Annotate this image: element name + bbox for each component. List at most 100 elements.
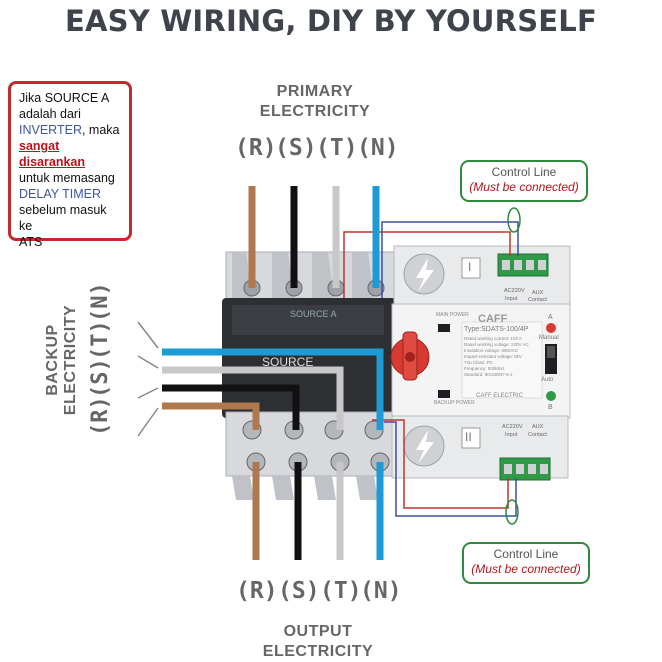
spec-plate	[461, 321, 543, 399]
page-title: EASY WIRING, DIY BY YOURSELF	[65, 4, 597, 38]
spec-line: Impact-resistant voltage: 8kV	[464, 354, 523, 359]
terminal-fin	[272, 476, 294, 500]
aux-label-bottom: AUX	[532, 424, 544, 430]
backup-electricity-label: BACKUP ELECTRICITY	[44, 270, 80, 450]
note-inverter-text: INVERTER	[19, 123, 82, 137]
backup-wire-t	[162, 366, 344, 430]
backup-wire-n	[162, 348, 384, 430]
led-a-label: A	[548, 314, 553, 321]
manual-auto-switch-knob[interactable]	[547, 346, 555, 358]
terminal-slot	[526, 260, 534, 270]
leader-line	[137, 321, 159, 349]
source-b-led	[546, 391, 556, 401]
input-label-top: Input	[505, 296, 518, 302]
module-one-label: I	[468, 260, 472, 274]
backup-wire-r	[162, 402, 260, 430]
primary-phase-r: (R)	[235, 135, 277, 161]
backup-electricity-group: BACKUP ELECTRICITY (R)(S)(T)(N)	[44, 270, 164, 450]
control-wire-bottom-red	[372, 419, 509, 509]
spec-line: Frequency: 50/60Hz	[464, 366, 505, 371]
control-terminal-bottom	[499, 457, 551, 481]
note-recommended-text: sangat disarankan	[19, 139, 86, 169]
control-line-must-connect: (Must be connected)	[469, 180, 579, 194]
terminal-slot	[540, 464, 548, 474]
backup-phase-s: (S)	[88, 358, 113, 398]
brand-label: CAFF	[478, 313, 508, 325]
control-line-marker-bottom	[505, 499, 519, 525]
primary-label-line2: ELECTRICITY	[259, 103, 371, 120]
control-wire-top-red	[343, 231, 511, 298]
aux-label-top: AUX	[532, 290, 544, 296]
control-terminal-top	[497, 253, 549, 277]
primary-phase-n: (N)	[357, 135, 399, 161]
backup-power-indicator	[438, 390, 450, 398]
control-wire-top-blue	[381, 221, 519, 298]
ats-device	[222, 251, 397, 500]
note-line: INVERTER, maka	[19, 122, 123, 138]
ac220v-label-top: AC220V	[504, 288, 525, 294]
contact-label-top: Contact	[528, 297, 547, 303]
control-line-callout-bottom: Control Line (Must be connected)	[462, 542, 590, 584]
output-label-line2: ELECTRICITY	[262, 643, 374, 660]
leader-line	[137, 355, 159, 369]
note-line: Jika SOURCE A	[19, 91, 110, 105]
primary-phase-s: (S)	[275, 135, 317, 161]
backup-wires	[162, 348, 384, 430]
backup-power-label: BACKUP POWER	[434, 400, 475, 406]
control-line-callout-top: Control Line (Must be connected)	[460, 160, 588, 202]
primary-wires	[248, 186, 380, 288]
leader-line	[137, 407, 159, 437]
backup-wire-s	[162, 384, 300, 430]
main-power-indicator	[438, 324, 450, 332]
output-phase-n: (N)	[360, 578, 402, 604]
breaker-top-face	[232, 305, 384, 335]
lightning-bolt-icon	[416, 258, 434, 292]
source-a-label: SOURCE A	[290, 309, 337, 319]
note-line: untuk memasang	[19, 171, 115, 185]
manual-label: Manual	[539, 335, 559, 341]
terminal-slot	[514, 260, 522, 270]
main-power-label: MAIN POWER	[436, 312, 469, 318]
spec-line: Insulation voltage: 690VAC	[464, 348, 518, 353]
output-phase-s: (S)	[278, 578, 320, 604]
output-electricity-label: OUTPUT ELECTRICITY	[248, 622, 388, 662]
module-tab	[461, 257, 481, 279]
ac220v-label-bottom: AC220V	[502, 424, 523, 430]
control-line-title: Control Line	[493, 547, 559, 561]
output-wires	[252, 462, 384, 560]
note-line-suffix: , maka	[81, 123, 120, 137]
contact-label-bottom: Contact	[528, 432, 547, 438]
spec-line: Rated working current: 100 A	[464, 336, 523, 341]
input-label-bottom: Input	[505, 432, 518, 438]
note-line: sebelum masuk ke	[19, 203, 107, 233]
control-wires-bottom	[372, 419, 519, 525]
terminal-slot	[504, 464, 512, 474]
auto-label: Auto	[541, 377, 554, 383]
backup-phase-n: (N)	[88, 282, 113, 322]
primary-label-line1: PRIMARY	[276, 83, 354, 100]
terminal-slot	[528, 464, 536, 474]
backup-label-line1: BACKUP	[44, 324, 61, 396]
note-delay-timer-text: DELAY TIMER	[19, 187, 101, 201]
backup-phase-t: (T)	[88, 320, 113, 360]
backup-phase-row: (R)(S)(T)(N)	[88, 270, 113, 450]
module-tab	[461, 427, 481, 449]
module-two-label: II	[465, 430, 472, 444]
terminal-fin	[232, 476, 254, 500]
led-b-label: B	[548, 404, 553, 411]
switch-handle-pivot	[405, 352, 415, 362]
backup-phase-r: (R)	[88, 396, 113, 436]
control-wires-top	[343, 207, 521, 298]
backup-label-line2: ELECTRICITY	[62, 304, 79, 416]
lightning-bolt-icon	[416, 430, 434, 464]
primary-electricity-label: PRIMARY ELECTRICITY	[245, 82, 385, 122]
type-label: Type:SDATS-100/4P	[464, 326, 529, 333]
output-label-line1: OUTPUT	[283, 623, 353, 640]
spec-list: Rated working current: 100 A Rated worki…	[464, 336, 542, 378]
terminal-fin	[314, 476, 336, 500]
spec-line: Rated working voltage: 220V AC	[464, 342, 529, 347]
control-line-title: Control Line	[491, 165, 557, 179]
terminal-fin	[356, 476, 378, 500]
output-phase-r: (R)	[236, 578, 278, 604]
inverter-note-box: Jika SOURCE A adalah dari INVERTER, maka…	[8, 81, 132, 249]
